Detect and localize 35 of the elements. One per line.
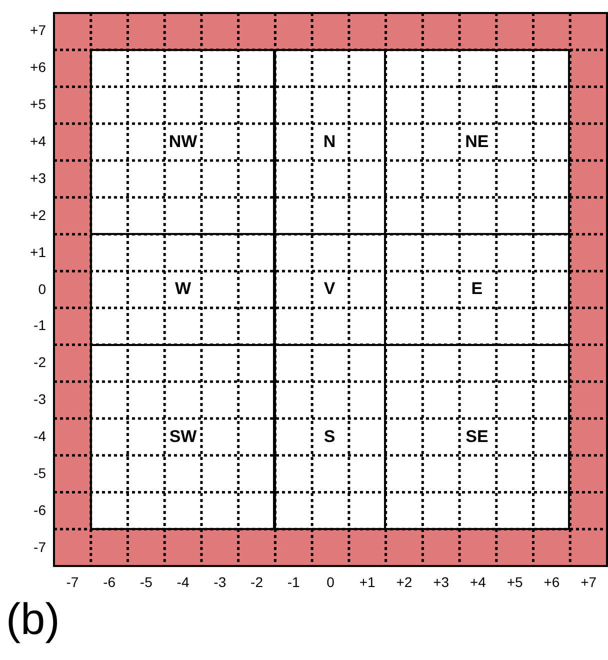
axis-tick-label: -2: [34, 354, 46, 370]
grid-region: [90, 344, 276, 530]
axis-tick-label: -7: [34, 538, 46, 555]
axis-tick-label: +6: [542, 574, 561, 590]
axis-tick-label: +3: [432, 574, 450, 590]
axis-tick-label: -2: [250, 574, 264, 590]
axis-tick-label: +4: [30, 133, 46, 150]
axis-tick-label: +1: [30, 244, 46, 260]
grid-region: [90, 48, 276, 236]
axis-tick-label: -4: [176, 574, 190, 590]
axis-tick-label: 0: [38, 280, 46, 296]
axis-tick-label: +6: [30, 59, 46, 76]
axis-tick-label: -3: [34, 391, 46, 408]
panel-label: (b): [6, 595, 60, 645]
axis-tick-label: -1: [34, 317, 46, 334]
axis-tick-label: -5: [34, 464, 46, 481]
axis-tick-label: +2: [30, 206, 46, 223]
grid-region: [273, 344, 386, 530]
axis-tick-label: -6: [102, 574, 117, 590]
axis-tick-label: +4: [468, 574, 487, 590]
axis-tick-label: +3: [30, 170, 46, 186]
grid-region: [273, 48, 386, 236]
axis-tick-label: +7: [30, 22, 46, 38]
axis-tick-label: +5: [30, 96, 46, 112]
axis-tick-label: -5: [138, 574, 154, 590]
axis-tick-label: -6: [34, 502, 46, 518]
axis-tick-label: +7: [580, 574, 598, 590]
axis-tick-label: -4: [34, 428, 46, 444]
axis-tick-label: +5: [506, 574, 524, 590]
axis-tick-label: -1: [286, 574, 301, 590]
axis-tick-label: 0: [326, 574, 336, 590]
axis-tick-label: +2: [395, 574, 414, 590]
axis-tick-label: -7: [65, 574, 80, 590]
axis-tick-label: -3: [212, 574, 228, 590]
axis-tick-label: +1: [358, 574, 376, 590]
